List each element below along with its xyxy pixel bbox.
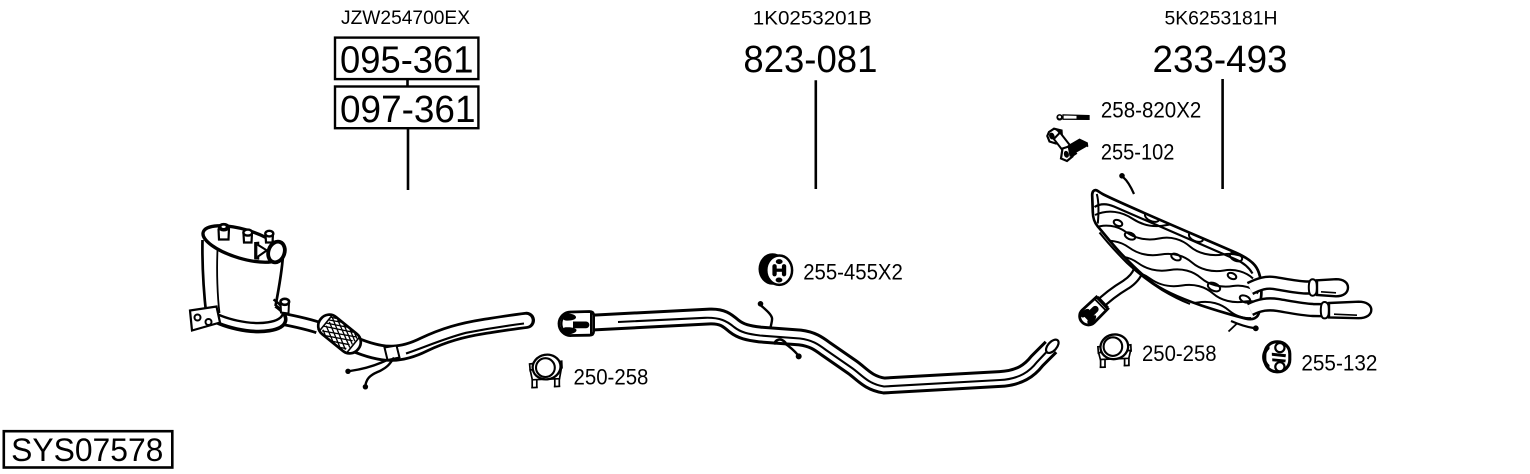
svg-text:095-361: 095-361 [340, 40, 474, 82]
svg-text:1K0253201B: 1K0253201B [753, 9, 872, 30]
svg-text:250-258: 250-258 [1142, 341, 1217, 366]
svg-text:233-493: 233-493 [1153, 39, 1288, 81]
svg-text:5K6253181H: 5K6253181H [1165, 9, 1278, 30]
svg-text:JZW254700EX: JZW254700EX [341, 8, 470, 29]
svg-text:SYS07578: SYS07578 [11, 432, 163, 468]
svg-text:255-455X2: 255-455X2 [803, 260, 903, 285]
svg-text:258-820X2: 258-820X2 [1101, 98, 1201, 123]
svg-text:097-361: 097-361 [340, 89, 476, 131]
svg-text:255-102: 255-102 [1101, 140, 1175, 165]
svg-text:255-132: 255-132 [1301, 351, 1377, 376]
svg-text:250-258: 250-258 [574, 364, 649, 389]
svg-text:823-081: 823-081 [743, 39, 877, 81]
